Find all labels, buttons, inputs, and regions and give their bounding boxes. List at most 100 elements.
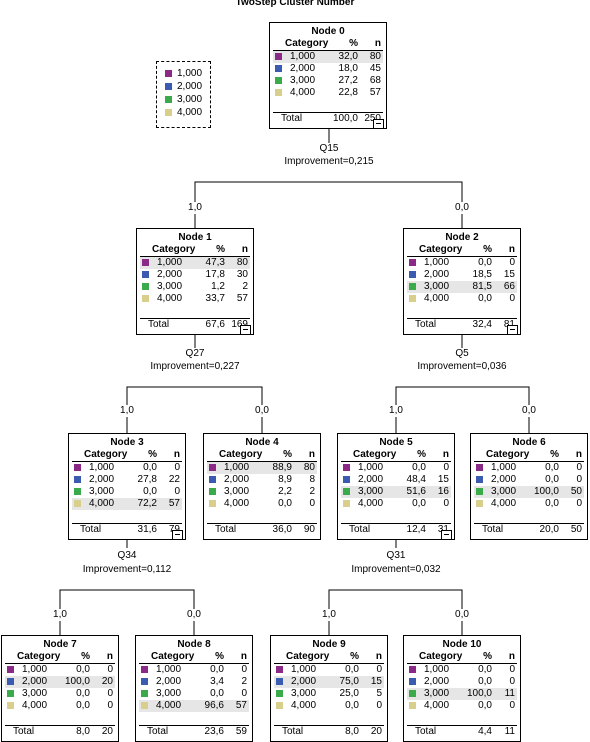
count-value: 66 xyxy=(503,281,515,292)
category-value: 1,000 xyxy=(156,664,182,675)
collapse-toggle-icon[interactable] xyxy=(441,530,452,540)
connector xyxy=(126,386,263,389)
branch-label: 0,0 xyxy=(242,405,282,417)
collapse-toggle-icon[interactable] xyxy=(240,325,251,335)
category-value: 4,000 xyxy=(290,87,316,98)
column-header: n xyxy=(442,449,449,460)
count-value: 0 xyxy=(576,474,582,485)
total-label: Total xyxy=(415,726,437,737)
connector xyxy=(328,589,463,592)
category-swatch xyxy=(141,690,148,697)
split-improvement: Improvement=0,032 xyxy=(351,564,441,575)
category-swatch xyxy=(476,500,483,507)
category-value: 1,000 xyxy=(358,462,384,473)
total-count: 31 xyxy=(438,524,449,536)
category-swatch xyxy=(275,65,282,72)
category-swatch xyxy=(476,464,483,471)
category-value: 3,000 xyxy=(89,486,115,497)
total-count: 59 xyxy=(235,726,247,737)
percent-value: 51,6 xyxy=(406,486,426,497)
category-swatch xyxy=(276,678,283,685)
node-title: Node 4 xyxy=(245,437,279,448)
count-value: 0 xyxy=(576,462,582,473)
count-value: 0 xyxy=(107,664,113,675)
category-value: 2,000 xyxy=(358,474,384,485)
count-value: 57 xyxy=(236,293,248,304)
collapse-toggle-icon[interactable] xyxy=(373,119,384,129)
category-value: 1,000 xyxy=(424,664,450,675)
swatch-4 xyxy=(165,109,172,116)
category-swatch xyxy=(142,259,149,266)
total-percent: 8,0 xyxy=(345,726,359,737)
column-header: % xyxy=(349,38,358,49)
total-percent: 31,6 xyxy=(137,524,157,535)
column-header: Category xyxy=(219,449,263,460)
total-label: Total xyxy=(80,524,102,535)
percent-value: 0,0 xyxy=(545,498,559,509)
category-swatch xyxy=(209,464,216,471)
category-value: 1,000 xyxy=(424,257,450,268)
category-value: 3,000 xyxy=(291,688,317,699)
count-value: 0 xyxy=(107,700,113,711)
percent-value: 0,0 xyxy=(345,700,359,711)
count-value: 0 xyxy=(107,688,113,699)
split-variable: Q31 xyxy=(386,550,406,561)
legend: 1,000 2,000 3,000 4,000 xyxy=(156,61,211,128)
collapse-toggle-icon[interactable] xyxy=(507,325,518,335)
category-value: 3,000 xyxy=(491,486,517,497)
count-value: 15 xyxy=(370,676,382,687)
collapse-toggle-icon[interactable] xyxy=(172,530,183,540)
column-header: % xyxy=(216,244,225,255)
column-header: % xyxy=(283,449,292,460)
count-value: 30 xyxy=(236,269,248,280)
category-swatch xyxy=(141,678,148,685)
percent-value: 0,0 xyxy=(478,700,492,711)
column-header: % xyxy=(81,651,90,662)
column-header: Category xyxy=(285,38,329,49)
category-swatch xyxy=(209,476,216,483)
percent-value: 0,0 xyxy=(210,664,224,675)
category-value: 1,000 xyxy=(22,664,48,675)
percent-value: 27,8 xyxy=(137,474,157,485)
category-value: 1,000 xyxy=(89,462,115,473)
category-value: 2,000 xyxy=(22,676,48,687)
swatch-1 xyxy=(165,70,172,77)
count-value: 0 xyxy=(509,700,515,711)
column-header: Category xyxy=(353,449,397,460)
total-percent: 20,0 xyxy=(539,524,559,535)
category-value: 1,000 xyxy=(291,664,317,675)
category-swatch xyxy=(7,666,14,673)
count-value: 68 xyxy=(369,75,381,86)
total-label: Total xyxy=(215,524,237,535)
percent-value: 0,0 xyxy=(478,664,492,675)
